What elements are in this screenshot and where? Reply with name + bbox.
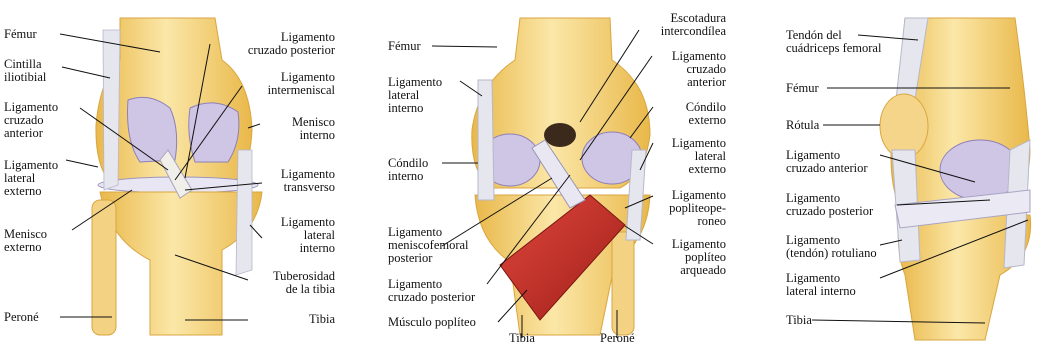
label-patellar-tendon: Ligamento (tendón) rotuliano bbox=[786, 234, 877, 260]
left-femur-cartilage-2 bbox=[189, 103, 239, 162]
label-femur-left: Fémur bbox=[4, 28, 37, 41]
label-pcl-right: Ligamento cruzado posterior bbox=[786, 192, 873, 218]
label-intermeniscal: Ligamento intermeniscal bbox=[268, 71, 335, 97]
label-arcuate-popliteal: Ligamento poplíteo arqueado bbox=[672, 238, 726, 277]
label-medial-ligament-right: Ligamento lateral interno bbox=[786, 272, 856, 298]
label-femur-middle: Fémur bbox=[388, 40, 421, 53]
label-medial-ligament-left: Ligamento lateral interno bbox=[281, 216, 335, 255]
label-femur-right: Fémur bbox=[786, 82, 819, 95]
label-intercondylar-notch: Escotadura intercondílea bbox=[661, 12, 726, 38]
label-pcl-middle: Ligamento cruzado posterior bbox=[388, 278, 475, 304]
label-lateral-condyle: Cóndilo externo bbox=[686, 101, 726, 127]
label-medial-ligament-middle: Ligamento lateral interno bbox=[388, 76, 442, 115]
label-fibula-left: Peroné bbox=[4, 311, 39, 324]
label-popliteofibular: Ligamento popliteope- roneo bbox=[669, 189, 726, 228]
right-patella bbox=[880, 94, 928, 158]
label-patella: Rótula bbox=[786, 119, 819, 132]
left-medial-ligament bbox=[236, 150, 252, 275]
label-transverse-ligament: Ligamento transverso bbox=[281, 168, 335, 194]
middle-knee-drawing bbox=[472, 18, 650, 335]
label-quadriceps-tendon: Tendón del cuádriceps femoral bbox=[786, 29, 881, 55]
label-acl-left: Ligamento cruzado anterior bbox=[4, 101, 58, 140]
middle-notch bbox=[544, 123, 576, 147]
label-medial-meniscus: Menisco interno bbox=[292, 116, 335, 142]
label-fibula-middle: Peroné bbox=[600, 332, 635, 345]
label-tibia-middle: Tibia bbox=[509, 332, 535, 345]
label-lateral-meniscus: Menisco externo bbox=[4, 228, 47, 254]
label-meniscofemoral: Ligamento meniscofemoral posterior bbox=[388, 226, 469, 265]
label-medial-condyle: Cóndilo interno bbox=[388, 157, 428, 183]
label-lateral-ligament-middle: Ligamento lateral externo bbox=[672, 137, 726, 176]
label-acl-right: Ligamento cruzado anterior bbox=[786, 149, 868, 175]
label-pcl-left: Ligamento cruzado posterior bbox=[248, 31, 335, 57]
label-tibia-right: Tibia bbox=[786, 314, 812, 327]
left-iliotibial-band bbox=[103, 30, 120, 190]
label-acl-middle: Ligamento cruzado anterior bbox=[672, 50, 726, 89]
middle-fibula-shape bbox=[612, 232, 634, 335]
label-popliteus-muscle: Músculo poplíteo bbox=[388, 316, 476, 329]
label-lateral-ligament-left: Ligamento lateral externo bbox=[4, 159, 58, 198]
label-iliotibial-band: Cintilla iliotibial bbox=[4, 58, 46, 84]
middle-medial-ligament bbox=[478, 80, 494, 200]
right-knee-drawing bbox=[880, 18, 1031, 340]
left-fibula-shape bbox=[92, 200, 116, 335]
label-tibia-left: Tibia bbox=[309, 313, 335, 326]
label-tibial-tuberosity: Tuberosidad de la tibia bbox=[273, 270, 335, 296]
